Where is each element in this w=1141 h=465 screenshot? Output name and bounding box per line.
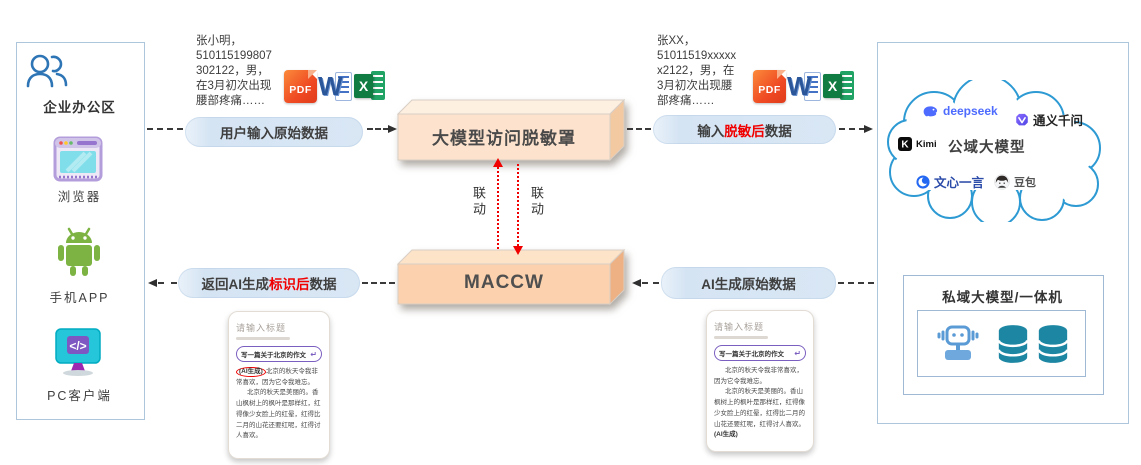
pc-client-icon: </>: [55, 328, 101, 376]
doc-body: 北京的秋天令我非常喜欢，因为它令我难忘。 北京的秋天是美丽的。香山枫树上的枫叶是…: [714, 366, 806, 441]
sidebar-item-browser: 浏览器: [57, 190, 102, 204]
desensitization-mask-box: 大模型访问脱敏罩: [396, 98, 626, 162]
connector-panel-to-pill3: [838, 282, 874, 284]
connector-panel-to-pill1: [147, 128, 183, 130]
connector-pill2-to-cloud: [839, 128, 865, 130]
arrowhead-left: [632, 279, 641, 287]
pill-label-prefix: 输入: [697, 123, 725, 139]
pdf-icon: PDF: [753, 70, 786, 103]
linkage-arrow-down-line: [517, 164, 519, 246]
word-icon: W: [318, 70, 352, 103]
arrowhead-left: [148, 279, 157, 287]
excel-icon: X: [353, 70, 385, 103]
connector-maskbox-to-pill2: [627, 128, 651, 130]
private-model-inner-box: [917, 310, 1086, 377]
wenxin-icon: [916, 174, 930, 189]
pill-return-labeled-data: 返回AI生成标识后数据: [178, 268, 360, 298]
sidebar-item-mobile-app: 手机APP: [49, 291, 110, 305]
file-icons-raw: PDF W X: [284, 70, 385, 103]
pill-label: AI生成原始数据: [701, 277, 796, 292]
pill-ai-generated-raw-data: AI生成原始数据: [661, 267, 836, 299]
logo-wenxin-yiyan: 文心一言: [916, 172, 984, 191]
users-icon: [26, 54, 68, 88]
logo-deepseek: deepseek: [922, 104, 998, 118]
doc-subtitle-placeholder: [714, 336, 768, 339]
enter-icon: ↵: [310, 349, 317, 359]
masked-data-note: 张XX， 51011519xxxxx x2122，男，在 3月初次出现腰 部疼痛…: [657, 35, 737, 107]
box-label: 大模型访问脱敏罩: [432, 128, 576, 148]
linkage-arrow-down-head: [513, 246, 523, 255]
linkage-label-left: 联动: [471, 186, 486, 218]
cloud-content: deepseek 通义千问 K Kimi 公域大模型 文心一言 豆包: [884, 80, 1106, 222]
sidebar-item-pc-client: PC客户端: [47, 389, 112, 403]
doc-prompt-input: 写一篇关于北京的作文 ↵: [714, 345, 806, 361]
robot-icon: [937, 325, 978, 360]
doc-prompt-text: 写一篇关于北京的作文: [719, 351, 784, 358]
doc-paragraph: 北京的秋天令我非常喜欢，因为它令我难忘。: [714, 367, 803, 385]
cloud-title: 公域大模型: [948, 136, 1026, 157]
kimi-icon: K: [898, 137, 912, 151]
doc-title: 请输入标题: [714, 322, 765, 332]
logo-label: Kimi: [916, 138, 937, 150]
doc-paragraph: 北京的秋天令我非常喜欢，因为它令我难忘。: [236, 368, 318, 386]
connector-maccw-to-pill4: [362, 282, 395, 284]
logo-label: 文心一言: [934, 176, 985, 190]
doubao-avatar-icon: [994, 174, 1010, 190]
connector-pill1-to-maskbox: [367, 128, 389, 130]
connector-pill4-to-panel: [158, 282, 177, 284]
logo-doubao: 豆包: [994, 174, 1036, 190]
doc-paragraph: 北京的秋天是美丽的。香山枫树上的枫叶是那样红，红得像少女脸上的红晕，红得比二月的…: [236, 389, 321, 440]
doc-paragraph: 北京的秋天是美丽的。香山枫树上的枫叶是那样红，红得像少女脸上的红晕，红得比二月的…: [714, 388, 805, 428]
box-label: MACCW: [464, 272, 544, 293]
logo-label: deepseek: [943, 104, 998, 118]
database-icon: [1037, 324, 1068, 363]
linkage-arrow-up-line: [497, 167, 499, 249]
panel-title: 企业办公区: [43, 100, 116, 115]
word-icon: W: [787, 70, 821, 103]
pill-label-highlight: 脱敏后: [724, 123, 765, 139]
linkage-label-right: 联动: [529, 186, 544, 218]
arrowhead-right: [864, 125, 873, 133]
pill-label-highlight: 标识后: [269, 277, 310, 292]
browser-icon: [53, 136, 103, 182]
maccw-box: MACCW: [396, 248, 626, 306]
pill-user-input-raw-data: 用户输入原始数据: [185, 117, 363, 147]
svg-text:K: K: [901, 140, 909, 151]
database-icons: [996, 323, 1070, 365]
logo-tongyi-qianwen: 通义千问: [1015, 110, 1083, 129]
pill-label-prefix: 返回AI生成: [201, 277, 270, 292]
android-icon: [58, 227, 100, 276]
arrowhead-right: [388, 125, 397, 133]
pill-input-desensitized-data: 输入脱敏后数据: [653, 115, 836, 144]
svg-text:</>: </>: [69, 339, 86, 353]
tongyi-icon: [1016, 113, 1028, 125]
cloud-title-label: 公域大模型: [948, 140, 1026, 156]
doc-title: 请输入标题: [236, 323, 287, 333]
raw-data-note: 张小明， 510115199807 302122，男， 在3月初次出现 腰部疼痛…: [196, 35, 272, 107]
logo-label: 通义千问: [1033, 114, 1084, 128]
connector-pill3-to-maccw: [642, 282, 659, 284]
pill-label: 用户输入原始数据: [220, 126, 328, 141]
deepseek-whale-icon: [923, 105, 938, 116]
database-icon: [997, 324, 1028, 363]
ai-tag-circled: (AI生成): [236, 367, 266, 378]
doc-prompt-text: 写一篇关于北京的作文: [241, 352, 306, 359]
doc-screenshot-raw: 请输入标题 写一篇关于北京的作文 ↵ 北京的秋天令我非常喜欢，因为它令我难忘。 …: [706, 310, 814, 452]
pill-label-suffix: 数据: [764, 123, 792, 139]
logo-label: 豆包: [1014, 177, 1036, 189]
doc-body: (AI生成)北京的秋天令我非常喜欢，因为它令我难忘。 北京的秋天是美丽的。香山枫…: [236, 367, 322, 442]
enter-icon: ↵: [794, 348, 801, 358]
logo-kimi: K Kimi: [898, 137, 937, 151]
private-model-title: 私域大模型/一体机: [942, 290, 1063, 305]
doc-subtitle-placeholder: [236, 337, 290, 340]
excel-icon: X: [822, 70, 854, 103]
pdf-icon: PDF: [284, 70, 317, 103]
ai-tag-end: (AI生成): [714, 431, 738, 439]
linkage-arrow-up-head: [493, 158, 503, 167]
file-icons-masked: PDF W X: [753, 70, 854, 103]
pill-label-suffix: 数据: [309, 277, 337, 292]
doc-screenshot-labeled: 请输入标题 写一篇关于北京的作文 ↵ (AI生成)北京的秋天令我非常喜欢，因为它…: [228, 311, 330, 459]
doc-prompt-input: 写一篇关于北京的作文 ↵: [236, 346, 322, 362]
